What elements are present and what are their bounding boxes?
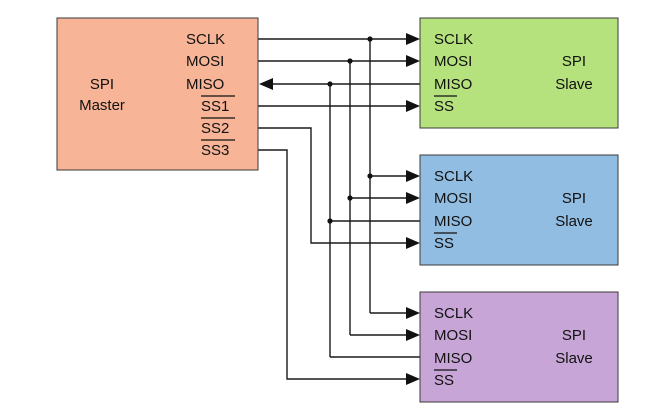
master-pin-ss1: SS1 — [201, 98, 229, 115]
junction-dot — [367, 173, 373, 179]
slave-2-pin-ss: SS — [434, 235, 454, 252]
arrowhead-right — [406, 192, 420, 204]
slave-2-pin-miso: MISO — [434, 213, 472, 230]
spi-master-block: SPI Master SCLK MOSI MISO SS1 SS2 SS3 — [56, 17, 259, 171]
slave-1-title-line1: SPI — [562, 53, 586, 70]
slave-1-title-line2: Slave — [555, 76, 593, 93]
slave-1-pin-mosi: MOSI — [434, 53, 472, 70]
spi-slave-3-block: SCLK MOSI MISO SS SPI Slave — [419, 291, 619, 403]
master-title-line2: Master — [79, 97, 125, 114]
slave-3-pin-ss: SS — [434, 372, 454, 389]
master-box — [56, 17, 259, 171]
wires — [258, 38, 420, 380]
arrowhead-right — [406, 373, 420, 385]
arrowhead-left — [259, 78, 273, 90]
slave-2-pin-mosi: MOSI — [434, 190, 472, 207]
slave-3-box — [419, 291, 619, 403]
arrowhead-right — [406, 329, 420, 341]
slave-3-pin-mosi: MOSI — [434, 327, 472, 344]
arrowhead-right — [406, 33, 420, 45]
slave-2-box — [419, 154, 619, 266]
master-title-line1: SPI — [90, 76, 114, 93]
slave-3-title-line1: SPI — [562, 327, 586, 344]
slave-1-pin-ss: SS — [434, 98, 454, 115]
slave-2-title-line2: Slave — [555, 213, 593, 230]
master-pin-sclk: SCLK — [186, 31, 225, 48]
arrowhead-right — [406, 170, 420, 182]
slave-3-title-line2: Slave — [555, 350, 593, 367]
master-pin-miso: MISO — [186, 76, 224, 93]
junction-dot — [327, 81, 333, 87]
spi-slave-2-block: SCLK MOSI MISO SS SPI Slave — [419, 154, 619, 266]
junctions — [327, 36, 373, 224]
spi-slave-1-block: SCLK MOSI MISO SS SPI Slave — [419, 17, 619, 129]
slave-1-pin-sclk: SCLK — [434, 31, 473, 48]
master-pin-ss2: SS2 — [201, 120, 229, 137]
slave-1-box — [419, 17, 619, 129]
ss2-wire — [258, 127, 408, 244]
arrowhead-right — [406, 237, 420, 249]
master-pin-ss3: SS3 — [201, 142, 229, 159]
arrowhead-right — [406, 307, 420, 319]
junction-dot — [327, 218, 333, 224]
arrowhead-right — [406, 100, 420, 112]
slave-1-pin-miso: MISO — [434, 76, 472, 93]
junction-dot — [367, 36, 373, 42]
arrowhead-right — [406, 55, 420, 67]
junction-dot — [347, 195, 353, 201]
master-pin-mosi: MOSI — [186, 53, 224, 70]
slave-3-pin-sclk: SCLK — [434, 305, 473, 322]
arrowheads — [259, 33, 420, 385]
ss3-wire — [258, 149, 408, 380]
junction-dot — [347, 58, 353, 64]
slave-3-pin-miso: MISO — [434, 350, 472, 367]
slave-2-title-line1: SPI — [562, 190, 586, 207]
slave-2-pin-sclk: SCLK — [434, 168, 473, 185]
